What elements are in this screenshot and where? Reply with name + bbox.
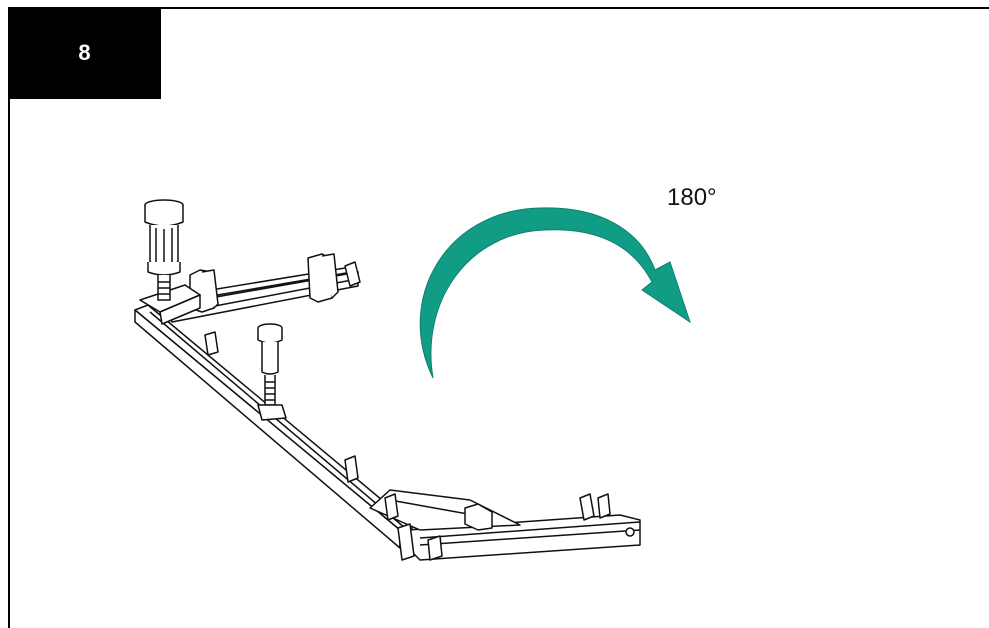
leveling-foot-left xyxy=(144,199,184,301)
rotate-arrow-icon xyxy=(419,207,691,379)
instruction-frame xyxy=(8,7,989,628)
step-number: 8 xyxy=(78,40,91,65)
step-number-badge: 8 xyxy=(8,7,161,99)
rotation-angle-label: 180° xyxy=(667,184,717,211)
bracket-assembly-icon xyxy=(134,199,641,561)
leveling-foot-middle xyxy=(257,323,287,421)
